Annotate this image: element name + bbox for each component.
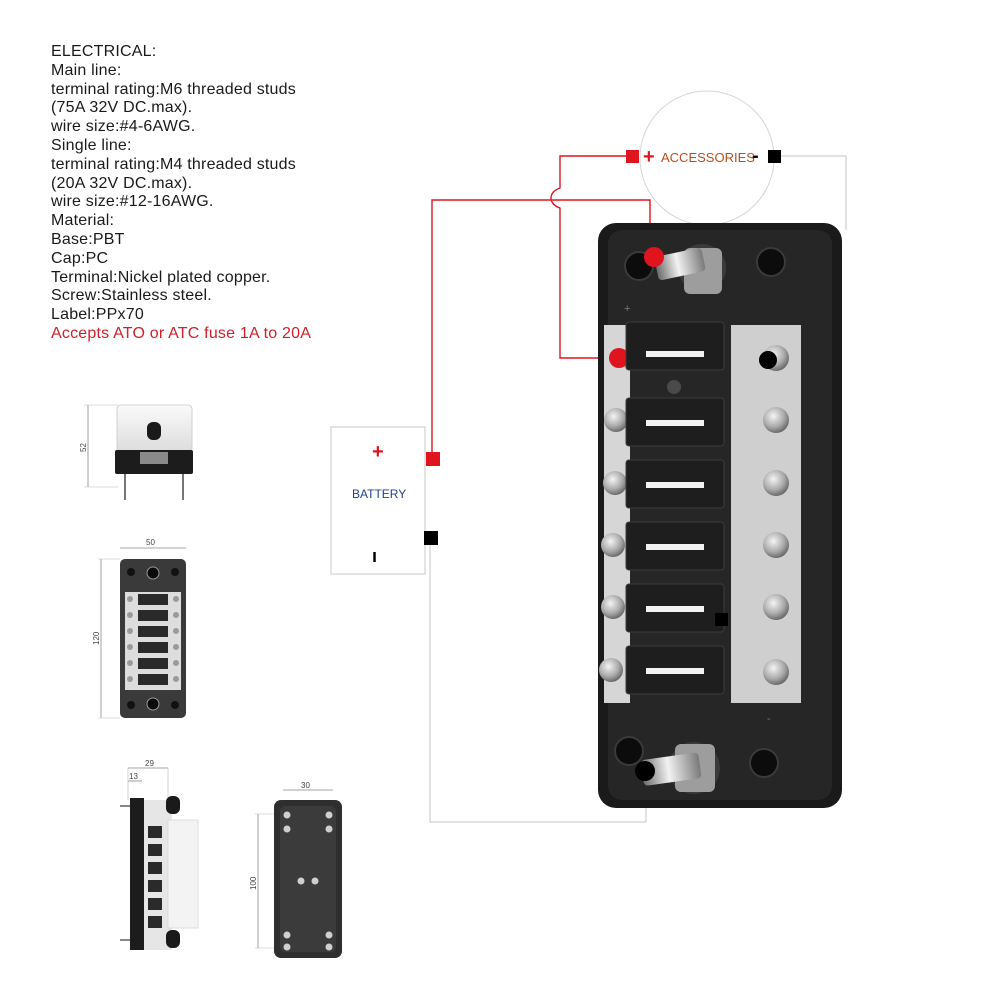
battery-negative-terminal bbox=[424, 531, 438, 545]
side-view-product: 52 bbox=[79, 404, 193, 500]
battery-positive-terminal bbox=[426, 452, 440, 466]
spec-line: terminal rating:M6 threaded studs bbox=[51, 80, 296, 98]
battery: + BATTERY ı bbox=[330, 426, 440, 575]
side-profile-product: 29 13 bbox=[120, 759, 199, 950]
dim-height-side: 52 bbox=[79, 443, 88, 452]
spec-line: Cap:PC bbox=[51, 249, 109, 267]
bottom-view-product: 30 100 bbox=[249, 781, 342, 958]
accessories-plus-sign: + bbox=[643, 146, 655, 168]
spec-line: Material: bbox=[51, 212, 115, 230]
spec-line: Terminal:Nickel plated copper. bbox=[51, 268, 271, 286]
fuse-block: + - bbox=[598, 223, 842, 808]
accessories-label: ACCESSORIES bbox=[661, 150, 755, 165]
terminal-rows bbox=[599, 321, 801, 703]
spec-line: Base:PBT bbox=[51, 230, 125, 248]
spec-line: Screw:Stainless steel. bbox=[51, 287, 212, 305]
main-negative-stud-marker bbox=[635, 761, 655, 781]
dim-length-top: 120 bbox=[92, 631, 101, 645]
battery-plus-sign: + bbox=[372, 441, 384, 463]
spec-line: (75A 32V DC.max). bbox=[51, 99, 193, 117]
accessories-minus-sign: - bbox=[752, 145, 759, 167]
spec-line: Label:PPx70 bbox=[51, 306, 144, 324]
fuse-row bbox=[609, 345, 789, 371]
dim-bottom-width: 30 bbox=[301, 781, 310, 790]
dim-width-top: 50 bbox=[146, 538, 155, 547]
accessories-positive-terminal bbox=[626, 150, 639, 163]
accessories-negative-terminal bbox=[768, 150, 781, 163]
dim-side-total: 29 bbox=[145, 759, 154, 768]
spec-line: ELECTRICAL: bbox=[51, 43, 157, 60]
main-positive-stud-marker bbox=[644, 247, 664, 267]
fuse-row bbox=[604, 407, 789, 433]
spec-line: Main line: bbox=[51, 61, 122, 79]
fuse-row bbox=[599, 658, 789, 685]
battery-label: BATTERY bbox=[352, 487, 406, 501]
embossed-plus: + bbox=[624, 303, 630, 315]
spec-line: terminal rating:M4 threaded studs bbox=[51, 155, 296, 173]
accessories-load: + ACCESSORIES - bbox=[626, 90, 781, 226]
spec-line: Single line: bbox=[51, 136, 132, 154]
fuse-row bbox=[603, 470, 789, 496]
dim-bottom-length: 100 bbox=[249, 876, 258, 890]
battery-minus-sign: ı bbox=[372, 546, 377, 566]
spec-text-block: ELECTRICAL: Main line: terminal rating:M… bbox=[51, 43, 381, 344]
spec-line: wire size:#12-16AWG. bbox=[51, 193, 214, 211]
embossed-minus: - bbox=[767, 713, 771, 725]
dim-side-base: 13 bbox=[129, 772, 138, 781]
spec-line: (20A 32V DC.max). bbox=[51, 174, 193, 192]
fuse-compat-note: Accepts ATO or ATC fuse 1A to 20A bbox=[51, 324, 312, 342]
top-view-product: 50 120 bbox=[92, 538, 186, 719]
spec-line: wire size:#4-6AWG. bbox=[51, 118, 196, 136]
fuse-row bbox=[601, 532, 789, 558]
fuse-output-negative-marker bbox=[715, 613, 728, 626]
fuse-row bbox=[601, 594, 789, 620]
